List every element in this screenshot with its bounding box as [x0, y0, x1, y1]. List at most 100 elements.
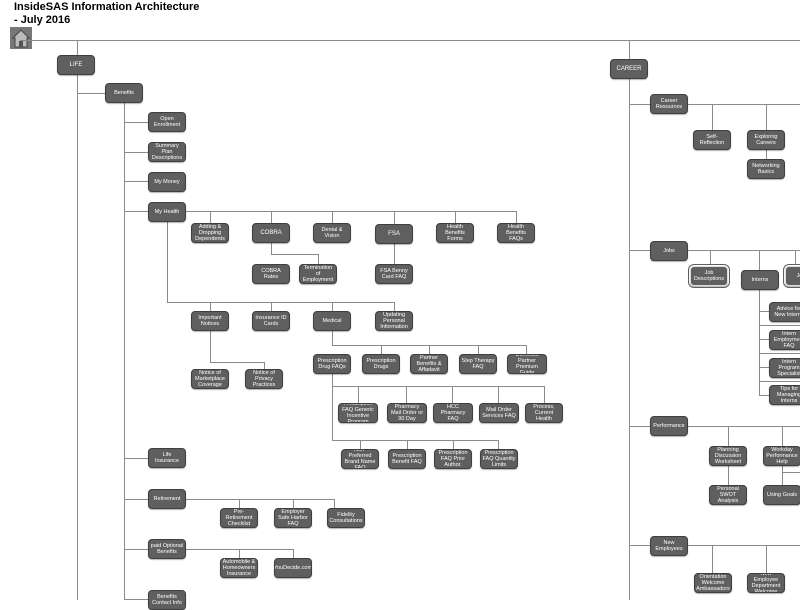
connector-line	[358, 386, 359, 403]
node-interns[interactable]: Interns	[741, 270, 779, 290]
node-safe-harbor[interactable]: Employer Safe Harbor FAQ	[274, 508, 312, 528]
connector-line	[332, 374, 333, 440]
node-swot[interactable]: Personal SWOT Analysis	[709, 485, 747, 505]
node-planning[interactable]: Planning Discussion Worksheet	[709, 446, 747, 466]
connector-line	[124, 549, 148, 550]
connector-line	[766, 545, 767, 573]
connector-line	[498, 386, 499, 403]
node-dept-welcome[interactable]: New Employee Department Welcome	[747, 573, 785, 593]
node-my-money[interactable]: My Money	[148, 172, 186, 192]
connector-line	[394, 243, 395, 264]
node-performance[interactable]: Performance	[650, 416, 688, 436]
connector-line	[498, 440, 499, 449]
node-ambassadors[interactable]: Orientation Welcome Ambassadors	[694, 573, 732, 593]
node-process[interactable]: Process, Current Health	[525, 403, 563, 423]
node-advice[interactable]: Advice for New Interns	[769, 302, 800, 322]
node-job-desc[interactable]: Job Descriptions	[688, 264, 730, 288]
node-workday[interactable]: Workday Performance Help	[763, 446, 800, 466]
connector-line	[688, 104, 800, 105]
connector-line	[759, 353, 800, 354]
connector-line	[782, 466, 783, 485]
node-rx-faqs[interactable]: Prescription Drug FAQs	[313, 354, 351, 374]
connector-line	[124, 102, 125, 600]
node-important[interactable]: Important Notices	[191, 311, 229, 331]
connector-line	[759, 290, 760, 395]
node-hcc-faq[interactable]: HCC Pharmacy FAQ	[433, 403, 473, 423]
connector-line	[77, 93, 105, 94]
node-tips[interactable]: Tips for Managing Interns	[769, 385, 800, 405]
connector-line	[759, 311, 769, 312]
node-fsa-benny[interactable]: FSA Benny Card FAQ	[375, 264, 413, 284]
node-spd[interactable]: Summary Plan Descriptions	[148, 142, 186, 162]
node-intern-emp[interactable]: Intern Employment FAQ	[769, 330, 800, 350]
house-icon[interactable]	[10, 27, 32, 49]
node-fidelity[interactable]: Fidelity Consultations	[327, 508, 365, 528]
connector-line	[332, 211, 333, 223]
connector-line	[629, 40, 630, 600]
connector-line	[629, 250, 650, 251]
node-open-enrollment[interactable]: Open Enrollment	[148, 112, 186, 132]
node-rx-drugs[interactable]: Prescription Drugs	[362, 354, 400, 374]
node-paid-opt[interactable]: paid Optional Benefits	[148, 539, 186, 559]
node-benefits[interactable]: Benefits	[105, 83, 143, 103]
connector-line	[429, 345, 430, 354]
node-domestic[interactable]: Domestic Partner Premium Guide	[507, 354, 547, 374]
node-partner[interactable]: Partner Benefits & Affadavit	[410, 354, 448, 374]
node-youdecide[interactable]: YouDecide.com	[274, 558, 312, 578]
node-life[interactable]: LIFE	[57, 55, 95, 75]
connector-line	[759, 339, 769, 340]
connector-line	[318, 254, 319, 264]
node-privacy[interactable]: Notice of Privacy Practices	[245, 369, 283, 389]
node-intern-prog[interactable]: Intern Program Specialist	[769, 358, 800, 378]
node-mail-order[interactable]: Mail Order Services FAQ	[479, 403, 519, 423]
node-pre-ret[interactable]: Pre-Retirement Checklist	[220, 508, 258, 528]
node-insurance-id[interactable]: Insurance ID Cards	[252, 311, 290, 331]
node-cobra[interactable]: COBRA	[252, 223, 290, 243]
connector-line	[629, 104, 650, 105]
node-hb-forms[interactable]: Health Benefits Forms	[436, 223, 474, 243]
node-dental[interactable]: Dental & Vision	[313, 223, 351, 243]
node-life-ins[interactable]: Life Insurance	[148, 448, 186, 468]
node-hcc-mail[interactable]: HCC Pharmacy Mail Order or 90 Day Proces…	[387, 403, 427, 423]
connector-line	[77, 40, 78, 600]
node-new-emp[interactable]: New Employees	[650, 536, 688, 556]
node-nonpref[interactable]: Non-Preferred Brand Name FAQ	[341, 449, 379, 469]
node-rx-prior[interactable]: Prescription FAQ Prior Author.	[434, 449, 472, 469]
node-auto-home[interactable]: Automobile & Homeowners Insurance	[220, 558, 258, 578]
node-hb-faqs[interactable]: Health Benefits FAQs	[497, 223, 535, 243]
node-adding[interactable]: Adding & Dropping Dependents	[191, 223, 229, 243]
node-self-ref[interactable]: Self-Reflection	[693, 130, 731, 150]
node-rx-qty[interactable]: Prescription FAQ Quantity Limits	[480, 449, 518, 469]
node-career[interactable]: CAREER	[610, 59, 648, 79]
node-termination[interactable]: Termination of Employment	[299, 264, 337, 284]
node-exploring[interactable]: Exploring Careers	[747, 130, 785, 150]
connector-line	[394, 211, 395, 224]
connector-line	[478, 345, 479, 354]
node-updating[interactable]: Updating Personal Information	[375, 311, 413, 331]
node-marketplace[interactable]: Notice of Marketplace Coverage	[191, 369, 229, 389]
node-contact[interactable]: Benefits Contact Info	[148, 590, 186, 610]
node-career-res[interactable]: Career Resources	[650, 94, 688, 114]
node-jobs[interactable]: Jobs	[650, 241, 688, 261]
node-fsa[interactable]: FSA	[375, 224, 413, 244]
connector-line	[759, 367, 769, 368]
connector-line	[210, 331, 211, 362]
node-networking[interactable]: Networking Basics	[747, 159, 785, 179]
node-goals[interactable]: Using Goals	[763, 485, 800, 505]
node-my-health[interactable]: My Health	[148, 202, 186, 222]
connector-line	[452, 386, 453, 403]
connector-line	[766, 104, 767, 130]
node-step[interactable]: Step Therapy FAQ	[459, 354, 497, 374]
connector-line	[239, 549, 240, 558]
connector-line	[360, 440, 361, 449]
node-rx-benefit[interactable]: Prescription Benefit FAQ	[388, 449, 426, 469]
connector-line	[20, 40, 800, 41]
connector-line	[728, 426, 729, 446]
node-retirement[interactable]: Retirement	[148, 489, 186, 509]
node-job-more[interactable]: Job ...	[783, 264, 800, 288]
node-medical[interactable]: Medical	[313, 311, 351, 331]
connector-line	[124, 499, 148, 500]
node-rx-generic[interactable]: Prescription FAQ Generic Incentive Progr…	[338, 403, 378, 423]
connector-line	[455, 211, 456, 223]
node-cobra-rates[interactable]: COBRA Rates	[252, 264, 290, 284]
